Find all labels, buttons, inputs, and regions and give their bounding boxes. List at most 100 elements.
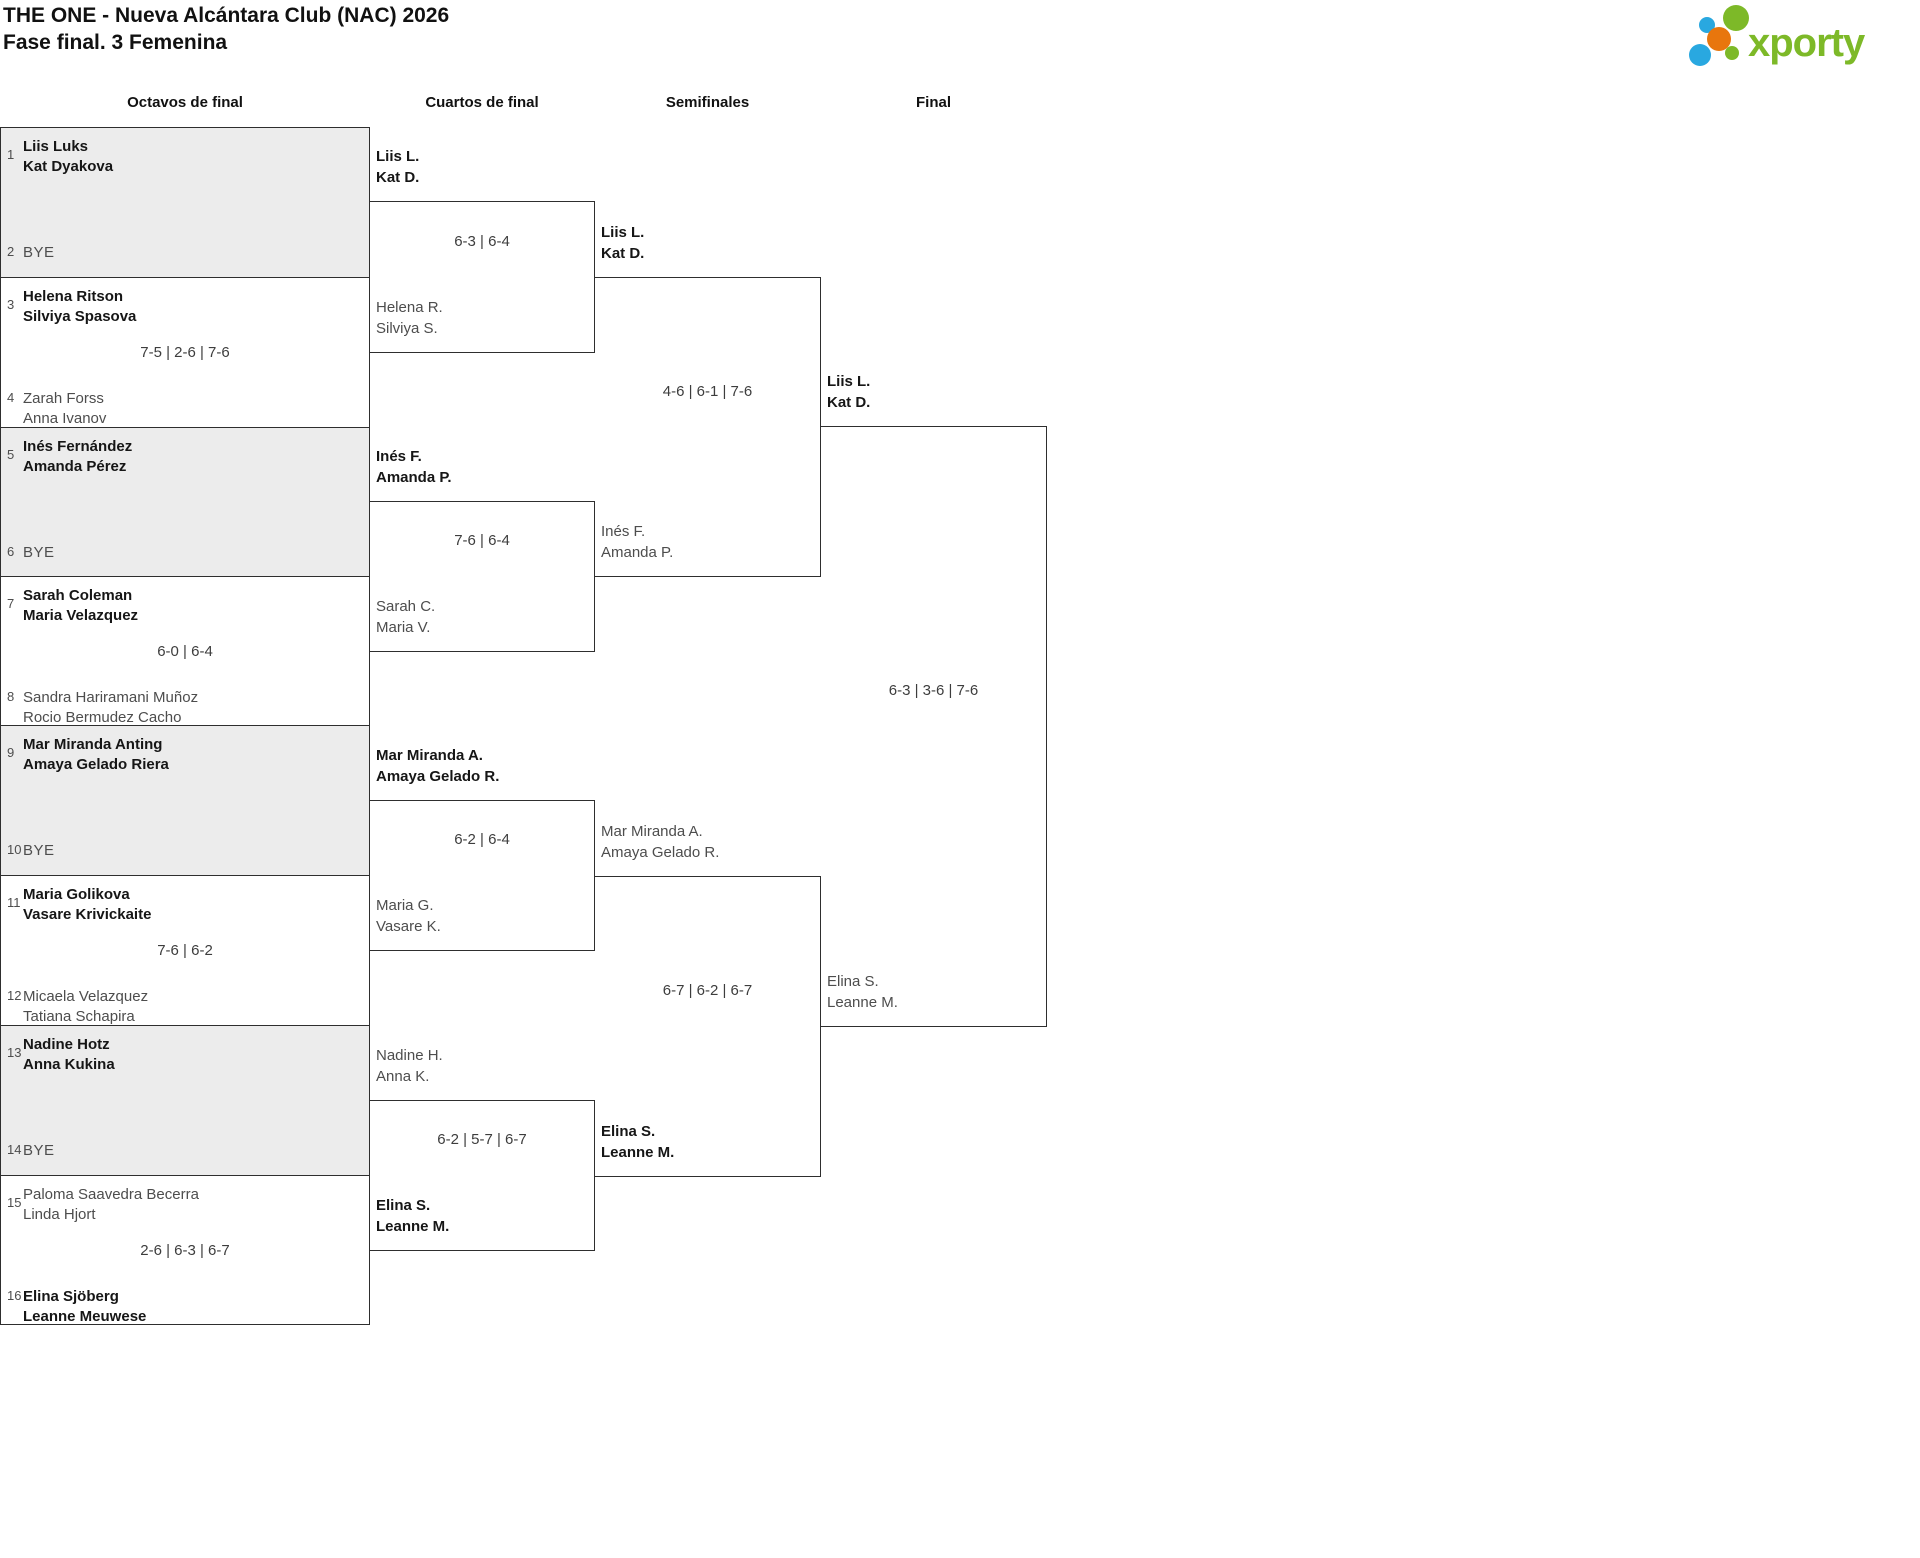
team-member-name: Helena R. [376, 299, 443, 316]
cuartos-team-bottom-label: Sarah C. Maria V. [376, 596, 435, 638]
seed-number: 6 [7, 544, 15, 559]
team-member-name: Mar Miranda A. [376, 747, 483, 764]
seed-number: 15 [7, 1195, 22, 1210]
team-member-name: Nadine H. [376, 1047, 443, 1064]
team-member-name: Anna Kukina [23, 1056, 115, 1073]
seed-number: 10 [7, 842, 22, 857]
match-score: 7-5 | 2-6 | 7-6 [140, 344, 230, 361]
team-member-name: Kat D. [601, 245, 645, 262]
team-member-name: Micaela Velazquez [23, 988, 149, 1005]
team-member-name: Leanne Meuwese [23, 1308, 147, 1325]
team-member-name: Maria Velazquez [23, 607, 139, 624]
team-member-name: Helena Ritson [23, 288, 124, 305]
team-member-name: Sarah C. [376, 598, 436, 615]
team-member-name: Amanda P. [376, 469, 452, 486]
seed-number: 2 [7, 244, 15, 259]
seed-number: 16 [7, 1288, 22, 1303]
match-score: 6-0 | 6-4 [157, 643, 213, 660]
team-member-name: Maria V. [376, 619, 431, 636]
team-member-name: Amanda P. [601, 544, 674, 561]
team-member-name: Vasare K. [376, 918, 441, 935]
team-member-name: Zarah Forss [23, 390, 104, 407]
team-member-name: Liis Luks [23, 138, 89, 155]
cuartos-match-box [369, 800, 595, 951]
team-member-name: Silviya S. [376, 320, 438, 337]
seed-number: 4 [7, 390, 15, 405]
cuartos-team-bottom-label: Helena R. Silviya S. [376, 297, 443, 339]
xporty-logo[interactable]: xporty [1686, 2, 1898, 70]
logo-dot-green-large [1723, 5, 1749, 31]
bye-label: BYE [23, 244, 55, 261]
team-member-name: Amanda Pérez [23, 458, 127, 475]
semifinal-match-box [594, 277, 821, 577]
seed-number: 11 [7, 895, 21, 910]
team-member-name: Liis L. [601, 224, 645, 241]
cuartos-match-score: 6-3 | 6-4 [454, 233, 510, 250]
team-member-name: Kat Dyakova [23, 158, 114, 175]
team-member-name: Leanne M. [601, 1144, 675, 1161]
team-member-name: Paloma Saavedra Becerra [23, 1186, 199, 1203]
seed-number: 14 [7, 1142, 22, 1157]
team-member-name: Mar Miranda A. [601, 823, 703, 840]
seed-number: 9 [7, 745, 15, 760]
seed-number: 12 [7, 988, 22, 1003]
team-member-name: Inés Fernández [23, 438, 133, 455]
team-member-name: Elina S. [827, 973, 879, 990]
bye-label: BYE [23, 842, 55, 859]
semifinal-match-score: 4-6 | 6-1 | 7-6 [662, 383, 753, 400]
seed-number: 13 [7, 1045, 22, 1060]
team-member-name: Silviya Spasova [23, 308, 137, 325]
team-member-name: Amaya Gelado Riera [23, 756, 169, 773]
cuartos-team-top-label: Inés F.Amanda P. [376, 446, 452, 488]
logo-dot-blue-small [1699, 17, 1715, 33]
team-member-name: Kat D. [376, 169, 420, 186]
team-member-name: Sarah Coleman [23, 587, 133, 604]
bye-label: BYE [23, 544, 55, 561]
team-member-name: Anna K. [376, 1068, 430, 1085]
team-member-name: Vasare Krivickaite [23, 906, 152, 923]
cuartos-team-top-label: Mar Miranda A. Amaya Gelado R. [376, 745, 499, 787]
semifinal-team-bottom-label: Elina S. Leanne M. [601, 1121, 674, 1163]
final-match-box [820, 426, 1047, 1027]
round-header-octavos: Octavos de final [127, 94, 243, 111]
final-match-score: 6-3 | 3-6 | 7-6 [888, 682, 979, 699]
team-member-name: Elina Sjöberg [23, 1288, 119, 1305]
semifinal-team-top-label: Liis L. Kat D. [601, 222, 644, 264]
team-member-name: Elina S. [376, 1197, 431, 1214]
page-title: THE ONE - Nueva Alcántara Club (NAC) 202… [3, 2, 449, 56]
team-member-name: Elina S. [601, 1123, 656, 1140]
team-member-name: Leanne M. [827, 994, 898, 1011]
cuartos-match-score: 7-6 | 6-4 [454, 532, 510, 549]
seed-number: 3 [7, 297, 15, 312]
round-header-final: Final [915, 94, 951, 111]
team-member-name: Nadine Hotz [23, 1036, 110, 1053]
phase-subtitle: Fase final. 3 Femenina [3, 31, 228, 54]
seed-number: 7 [7, 596, 15, 611]
team-member-name: Mar Miranda Anting [23, 736, 163, 753]
cuartos-match-box [369, 1100, 595, 1251]
team-member-name: Anna Ivanov [23, 410, 107, 427]
round-header-cuartos: Cuartos de final [425, 94, 539, 111]
team-member-name: Liis L. [376, 148, 420, 165]
seed-number: 1 [7, 147, 15, 162]
match-score: 2-6 | 6-3 | 6-7 [140, 1242, 230, 1259]
team-member-name: Amaya Gelado R. [376, 768, 500, 785]
team-member-name: Linda Hjort [23, 1206, 96, 1223]
bye-label: BYE [23, 1142, 55, 1159]
cuartos-match-score: 6-2 | 5-7 | 6-7 [437, 1131, 527, 1148]
